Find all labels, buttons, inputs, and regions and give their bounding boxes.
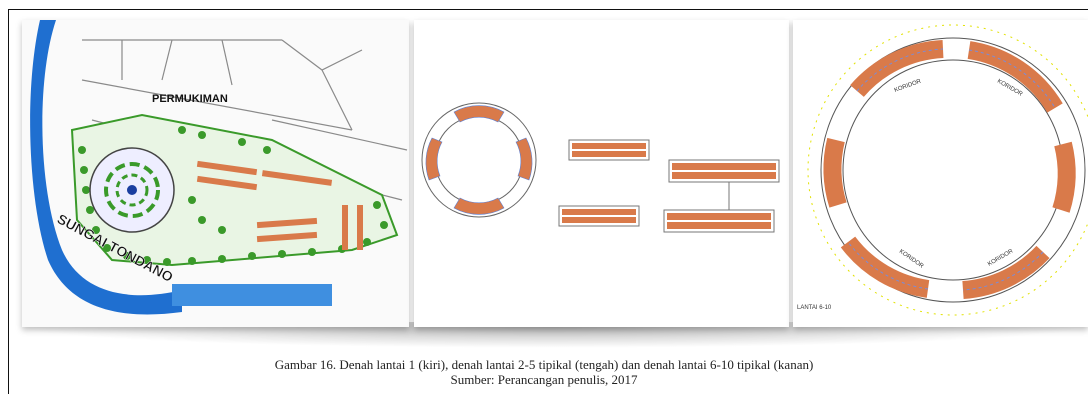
slab-blocks — [558, 139, 780, 233]
building-blocks — [196, 160, 363, 250]
site-plan-drawing: PERMUKIMAN SUNGAI TONDANO — [22, 20, 409, 327]
river-lower — [172, 284, 332, 306]
floor-1-site-plan: PERMUKIMAN SUNGAI TONDANO — [22, 20, 409, 327]
typical-6-10-drawing: KORIDOR KORIDOR KORIDOR KORIDOR LANTAI 6… — [793, 20, 1088, 327]
label-settlement: PERMUKIMAN — [152, 93, 228, 105]
figure-source: Sumber: Perancangan penulis, 2017 — [450, 372, 638, 387]
ring-apartments — [823, 40, 1076, 299]
figure-caption: Gambar 16. Denah lantai 1 (kiri), denah … — [274, 357, 814, 372]
site-boundary — [70, 113, 399, 267]
figure-frame — [8, 9, 1088, 394]
ring-outline — [421, 102, 537, 218]
unit-partitions — [847, 48, 1056, 291]
floor-6-10-plan: KORIDOR KORIDOR KORIDOR KORIDOR LANTAI 6… — [793, 20, 1088, 327]
floor-label: LANTAI 6-10 — [797, 305, 832, 311]
ring-units — [425, 105, 533, 215]
floor-2-5-plan — [414, 20, 789, 327]
typical-2-5-drawing — [414, 20, 789, 327]
outer-dots — [807, 24, 1088, 316]
river-shape — [30, 20, 182, 315]
